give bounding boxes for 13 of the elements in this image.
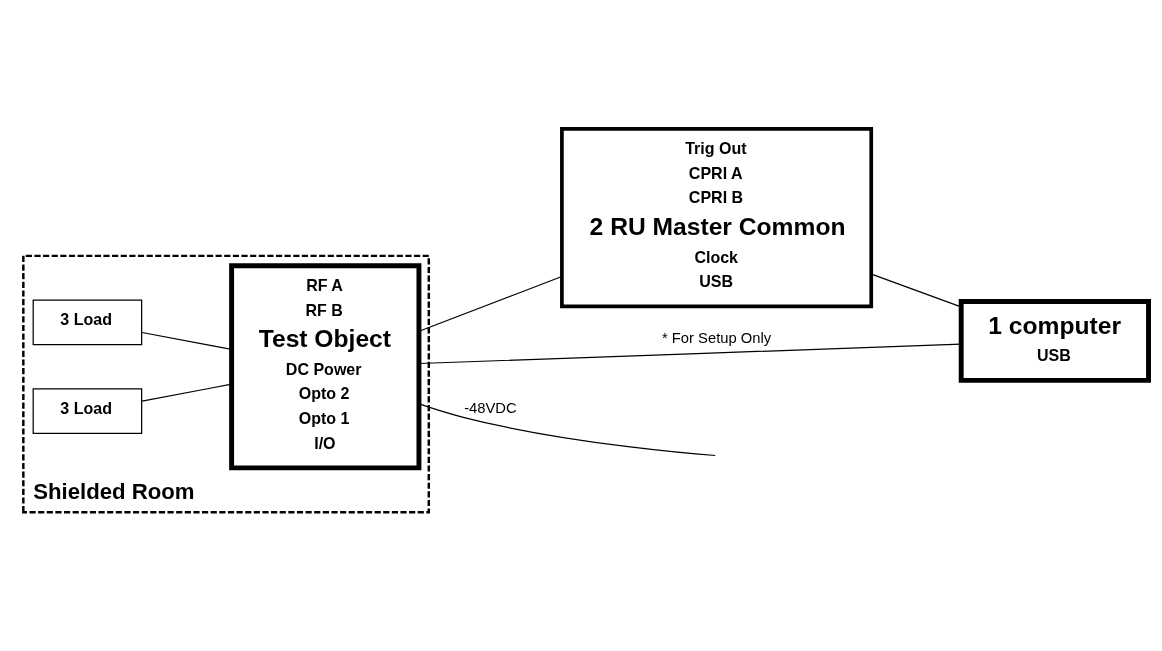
connector — [418, 343, 962, 365]
connector — [141, 331, 233, 350]
node-box: Trig Out CPRI A CPRI B 2 RU Master Common Clock USB — [560, 127, 874, 309]
connector — [418, 275, 563, 332]
node-box: 1 computer USB — [958, 299, 1151, 383]
edge-label: -48VDC — [464, 400, 517, 417]
node-box: 3 Load — [32, 388, 143, 434]
connector — [418, 403, 716, 457]
node-box: RF A RF B Test Object DC Power Opto 2 Opto 1 I/O — [229, 263, 422, 471]
connector — [141, 383, 233, 402]
connector — [870, 273, 962, 308]
edge-label: * For Setup Only — [661, 329, 772, 346]
node-box: 3 Load — [32, 299, 143, 346]
